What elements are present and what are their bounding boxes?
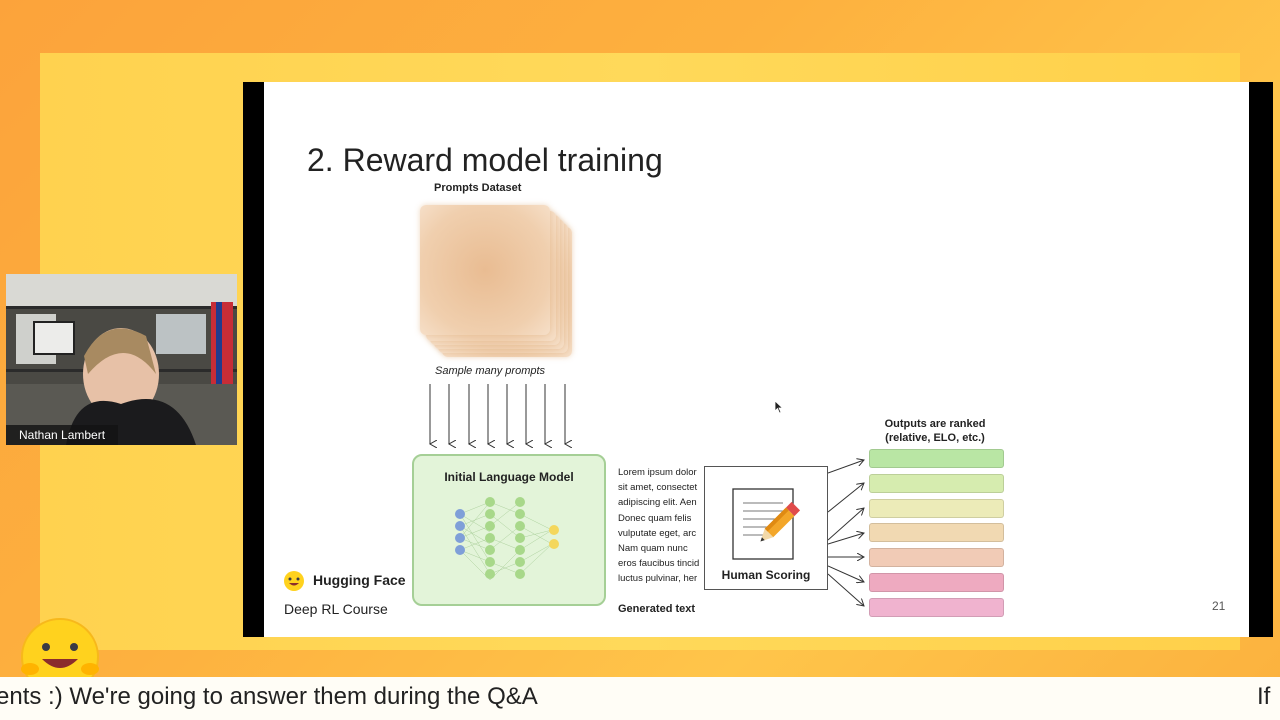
human-scoring-label: Human Scoring [721, 568, 811, 582]
lorem-line: Donec quam felis [618, 512, 692, 524]
lorem-line: eros faucibus tincid [618, 558, 700, 570]
sample-arrows-icon [424, 384, 574, 450]
human-scoring-box: Human Scoring [704, 466, 828, 590]
outputs-ranked-line1: Outputs are ranked [884, 418, 986, 430]
hugging-face-logo-icon [282, 570, 306, 597]
sample-prompts-label: Sample many prompts [435, 365, 546, 377]
hugging-face-brand: Hugging Face [313, 572, 406, 588]
ranked-output-bar [869, 573, 1004, 592]
ranked-output-bar [869, 523, 1004, 543]
slide-title: 2. Reward model training [307, 142, 663, 178]
outputs-ranked-label: Outputs are ranked (relative, ELO, etc.) [856, 417, 1014, 445]
prompts-dataset-label: Prompts Dataset [434, 182, 522, 194]
hugging-face-mascot-icon [20, 617, 100, 696]
slide-page-number: 21 [1212, 599, 1226, 613]
lorem-line: luctus pulvinar, her [618, 573, 698, 585]
outputs-ranked-line2: (relative, ELO, etc.) [885, 432, 985, 444]
ticker-message: ents :) We're going to answer them durin… [0, 683, 538, 710]
lorem-line: vulputate eget, arc [618, 527, 697, 539]
generated-text-sample: Lorem ipsum dolor sit amet, consectet ad… [618, 465, 704, 587]
presentation-slide: 2. Reward model training Prompts Dataset… [264, 82, 1249, 637]
ranked-output-bar [869, 548, 1004, 568]
speaker-webcam [6, 274, 237, 445]
lorem-line: adipiscing elit. Aen [618, 497, 697, 509]
ranked-output-bar [869, 473, 1004, 493]
ranking-arrows-icon [828, 452, 868, 612]
prompts-dataset-stack-icon [420, 205, 580, 365]
lm-label: Initial Language Model [444, 470, 574, 484]
webcam-video-feed [6, 274, 237, 445]
pencil-document-icon [732, 488, 801, 560]
generated-text-label: Generated text [618, 603, 696, 615]
chat-ticker-bar: ents :) We're going to answer them durin… [0, 677, 1280, 720]
speaker-name-tag: Nathan Lambert [6, 425, 119, 445]
lorem-line: sit amet, consectet [618, 482, 698, 494]
ranked-output-bar [869, 449, 1004, 468]
ranked-output-bar [869, 498, 1004, 518]
lorem-line: Lorem ipsum dolor [618, 467, 697, 478]
initial-language-model-box: Initial Language Model [412, 454, 606, 606]
mouse-cursor-icon [774, 400, 784, 414]
neural-network-icon [455, 497, 559, 581]
lorem-line: Nam quam nunc [618, 543, 688, 555]
ticker-next-message: If [1257, 683, 1271, 710]
ranked-output-bar [869, 597, 1004, 617]
course-name: Deep RL Course [284, 601, 388, 617]
